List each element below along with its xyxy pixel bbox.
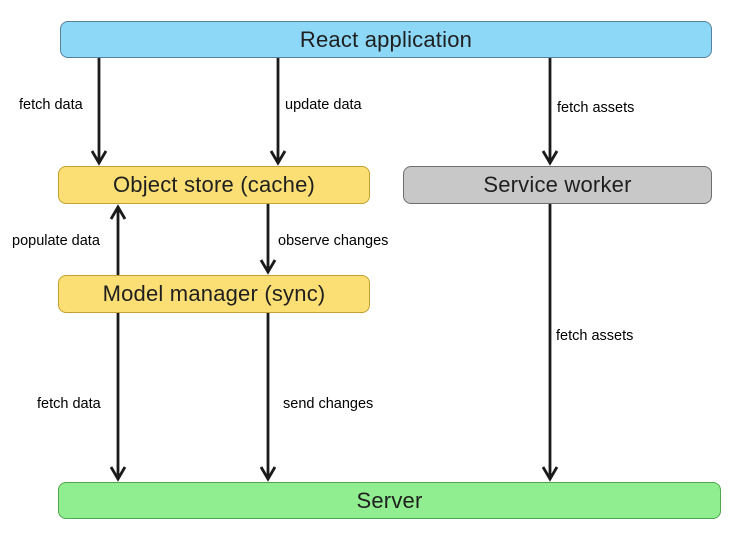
node-label: React application <box>299 26 473 52</box>
edge-label-populate-data: populate data <box>12 233 100 249</box>
node-label: Server <box>356 487 423 513</box>
node-object-store: Object store (cache) <box>58 166 370 204</box>
edge-label-update-data: update data <box>285 97 362 113</box>
node-server: Server <box>58 482 721 519</box>
node-model-manager: Model manager (sync) <box>58 275 370 313</box>
edge-label-fetch-assets-bottom: fetch assets <box>556 328 634 344</box>
edge-label-fetch-assets-top: fetch assets <box>557 100 635 116</box>
node-label: Model manager (sync) <box>102 281 326 306</box>
edge-label-send-changes: send changes <box>283 396 374 412</box>
node-react-application: React application <box>60 21 712 58</box>
node-label: Service worker <box>483 172 632 197</box>
node-label: Object store (cache) <box>112 172 316 197</box>
edge-label-fetch-data-bottom: fetch data <box>37 396 101 412</box>
edge-label-observe-changes: observe changes <box>278 233 389 249</box>
node-service-worker: Service worker <box>403 166 712 204</box>
edge-label-fetch-data-top: fetch data <box>19 97 83 113</box>
